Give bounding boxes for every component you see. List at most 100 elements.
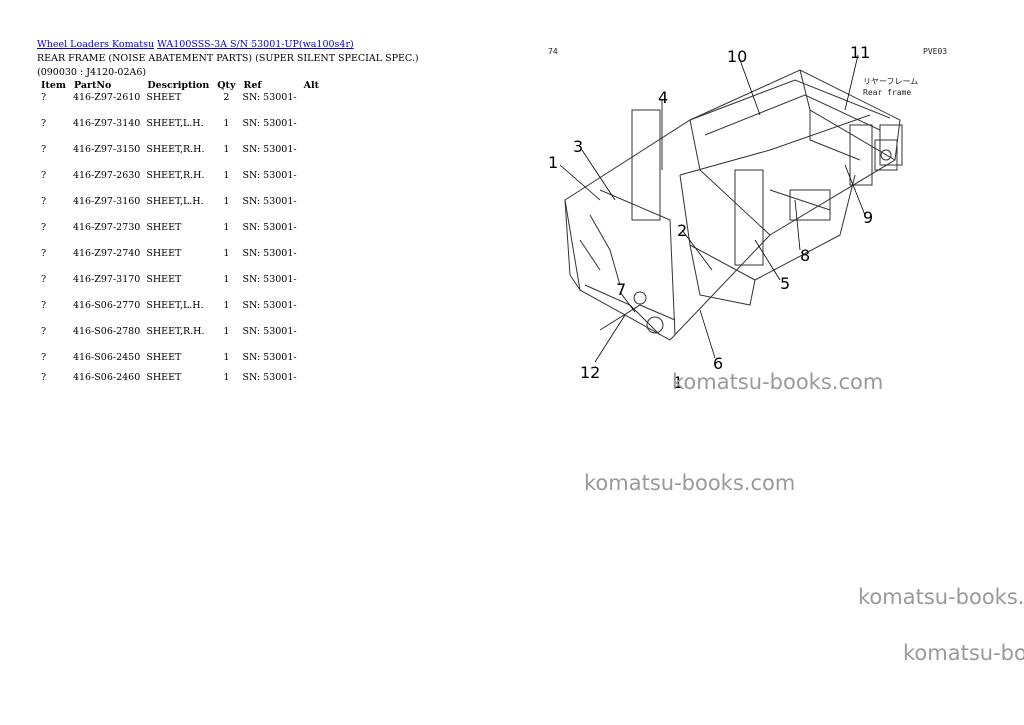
cell-description: SHEET,L.H.: [146, 300, 204, 311]
watermark: komatsu-books.com: [672, 370, 884, 394]
cell-qty: 1: [223, 274, 230, 285]
cell-partno: 416-S06-2770: [72, 300, 141, 311]
col-ref: Ref: [243, 79, 262, 91]
cell-qty: 1: [223, 170, 230, 181]
cell-ref: SN: 53001-: [242, 144, 297, 155]
cell-partno: 416-Z97-3170: [72, 274, 141, 285]
table-header-row: Item PartNo Description Qty Ref Alt: [37, 78, 323, 92]
cell-qty: 1: [223, 352, 230, 363]
cell-description: SHEET,R.H.: [146, 170, 205, 181]
cell-description: SHEET: [146, 274, 182, 285]
col-item: Item: [41, 79, 66, 91]
cell-ref: SN: 53001-: [242, 222, 297, 233]
callout-4: 4: [658, 88, 668, 107]
callout-1b: 1: [673, 373, 683, 392]
cell-item: ?: [41, 248, 47, 259]
cell-item: ?: [41, 326, 47, 337]
watermark: komatsu-books.com: [584, 471, 796, 495]
col-qty: Qty: [217, 79, 236, 91]
table-row: ? 416-S06-2450 SHEET 1 SN: 53001-: [37, 352, 323, 372]
cell-ref: SN: 53001-: [242, 352, 297, 363]
cell-qty: 2: [223, 92, 230, 103]
cell-item: ?: [41, 118, 47, 129]
callout-7: 7: [616, 280, 626, 299]
cell-alt: [300, 118, 323, 144]
cell-alt: [300, 92, 323, 118]
table-row: ? 416-Z97-2740 SHEET 1 SN: 53001-: [37, 248, 323, 274]
cell-ref: SN: 53001-: [242, 170, 297, 181]
cell-ref: SN: 53001-: [242, 274, 297, 285]
cell-qty: 1: [223, 118, 230, 129]
cell-alt: [300, 372, 323, 392]
cell-partno: 416-Z97-3150: [72, 144, 141, 155]
cell-ref: SN: 53001-: [242, 300, 297, 311]
cell-item: ?: [41, 196, 47, 207]
cell-partno: 416-S06-2780: [72, 326, 141, 337]
callout-8: 8: [800, 246, 810, 265]
col-partno: PartNo: [73, 79, 112, 91]
cell-partno: 416-Z97-3160: [72, 196, 141, 207]
cell-description: SHEET,R.H.: [146, 144, 205, 155]
cell-description: SHEET: [146, 248, 182, 259]
cell-partno: 416-Z97-2730: [72, 222, 141, 233]
rear-frame-diagram: 74 PVE03 リヤーフレーム Rear frame 1 2 3 4 5 6 …: [548, 43, 947, 392]
callout-11: 11: [850, 43, 870, 62]
breadcrumb-link-wheel-loaders[interactable]: Wheel Loaders Komatsu: [37, 39, 155, 50]
cell-description: SHEET,R.H.: [146, 326, 205, 337]
cell-description: SHEET: [146, 372, 182, 383]
cell-description: SHEET: [146, 222, 182, 233]
cell-qty: 1: [223, 300, 230, 311]
cell-ref: SN: 53001-: [242, 118, 297, 129]
cell-partno: 416-Z97-2610: [72, 92, 141, 103]
cell-qty: 1: [223, 144, 230, 155]
callout-6: 6: [713, 354, 723, 373]
cell-description: SHEET: [146, 92, 182, 103]
cell-ref: SN: 53001-: [242, 248, 297, 259]
cell-item: ?: [41, 300, 47, 311]
cell-alt: [300, 222, 323, 248]
cell-partno: 416-Z97-2740: [72, 248, 141, 259]
callout-12: 12: [580, 363, 600, 382]
callout-5: 5: [780, 274, 790, 293]
cell-alt: [300, 352, 323, 372]
cell-item: ?: [41, 352, 47, 363]
watermark: komatsu-books.com: [903, 641, 1024, 665]
cell-partno: 416-S06-2450: [72, 352, 141, 363]
cell-qty: 1: [223, 248, 230, 259]
cell-item: ?: [41, 92, 47, 103]
cell-alt: [300, 248, 323, 274]
parts-table: Item PartNo Description Qty Ref Alt ? 416…: [37, 78, 323, 392]
cell-ref: SN: 53001-: [242, 92, 297, 103]
cell-qty: 1: [223, 326, 230, 337]
cell-qty: 1: [223, 372, 230, 383]
cell-item: ?: [41, 170, 47, 181]
col-description: Description: [147, 79, 210, 91]
watermark: komatsu-books.com: [858, 585, 1024, 609]
cell-item: ?: [41, 222, 47, 233]
breadcrumb-link-model[interactable]: WA100SSS-3A S/N 53001-UP(wa100s4r): [157, 39, 354, 50]
cell-qty: 1: [223, 196, 230, 207]
cell-partno: 416-Z97-3140: [72, 118, 141, 129]
cell-ref: SN: 53001-: [242, 196, 297, 207]
table-row: ? 416-Z97-2610 SHEET 2 SN: 53001-: [37, 92, 323, 118]
breadcrumb: Wheel Loaders Komatsu WA100SSS-3A S/N 53…: [37, 39, 354, 50]
cell-description: SHEET,L.H.: [146, 118, 204, 129]
cell-partno: 416-S06-2460: [72, 372, 141, 383]
cell-description: SHEET: [146, 352, 182, 363]
callout-1: 1: [548, 153, 558, 172]
cell-alt: [300, 144, 323, 170]
diagram-label-en: Rear frame: [863, 88, 911, 97]
callout-9: 9: [863, 208, 873, 227]
cell-alt: [300, 170, 323, 196]
col-alt: Alt: [303, 79, 319, 91]
callout-2: 2: [677, 221, 687, 240]
diagram-corner-right: PVE03: [923, 47, 947, 56]
diagram-corner-left: 74: [548, 47, 558, 56]
